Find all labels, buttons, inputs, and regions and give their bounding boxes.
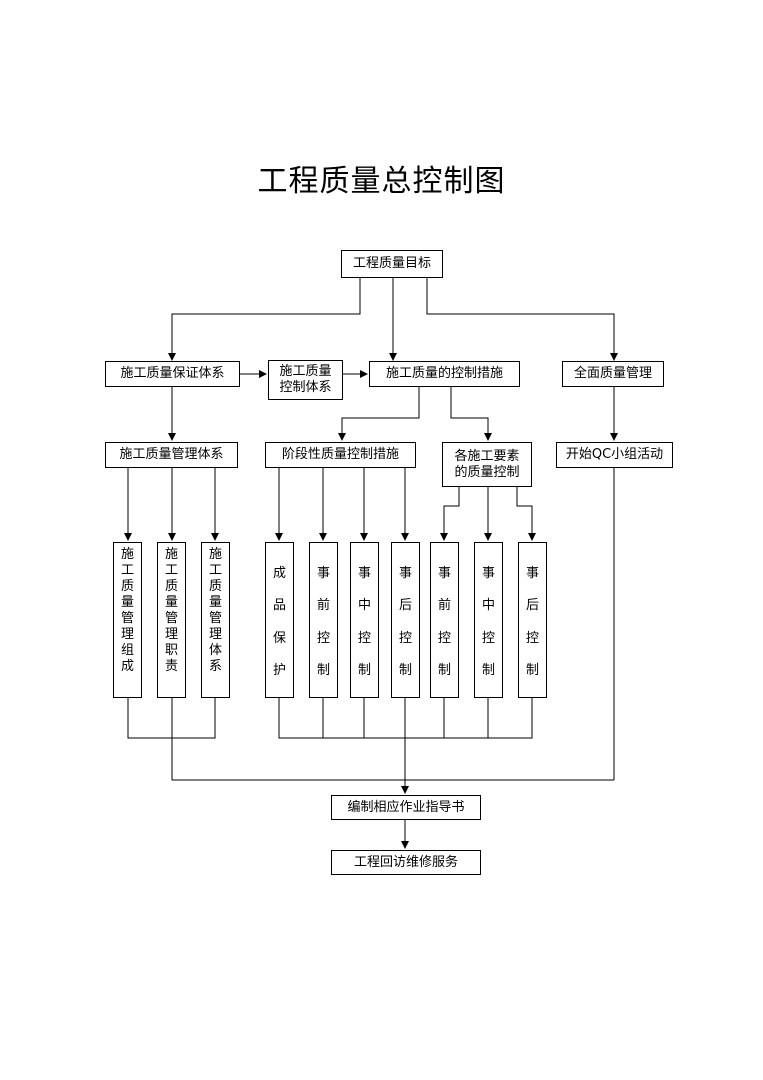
leaf-char: 管 — [208, 611, 222, 626]
leaf-char: 事 — [481, 566, 495, 582]
leaf-char: 体 — [208, 643, 222, 658]
leaf-char: 施 — [120, 547, 134, 562]
leaf-char: 管 — [120, 611, 134, 626]
leaf-char: 成 — [120, 659, 134, 674]
arrow-measures-to-element — [450, 387, 492, 441]
leaf-char: 量 — [120, 595, 134, 610]
leaf-char: 质 — [164, 579, 178, 594]
node-assurance-system: 施工质量保证体系 — [105, 361, 240, 387]
node-control-measures: 施工质量的控制措施 — [369, 361, 520, 387]
leaf-char: 护 — [272, 662, 286, 678]
leaf-char: 保 — [272, 630, 286, 646]
leaf-management-sys: 施工质量管理体系 — [201, 542, 230, 698]
leaf-char: 理 — [120, 627, 134, 642]
leaf-char: 量 — [208, 595, 222, 610]
leaf-char: 工 — [120, 563, 134, 578]
leaf-element-pre: 事前控制 — [430, 542, 459, 698]
leaf-char: 施 — [164, 547, 178, 562]
leaf-char: 品 — [272, 598, 286, 614]
leaf-char: 制 — [481, 662, 495, 678]
node-quality-goal: 工程质量目标 — [341, 250, 443, 278]
leaf-management-duty: 施工质量管理职责 — [157, 542, 186, 698]
leaf-char: 事 — [316, 566, 330, 582]
page-title: 工程质量总控制图 — [257, 164, 506, 199]
leaf-char: 制 — [357, 662, 371, 678]
leaf-product-protection: 成品保护 — [265, 542, 294, 698]
leaf-char: 量 — [164, 595, 178, 610]
leaf-element-post: 事后控制 — [518, 542, 547, 698]
node-tqm: 全面质量管理 — [562, 361, 664, 387]
leaf-char: 系 — [208, 659, 222, 674]
leaf-char: 事 — [357, 566, 371, 582]
leaf-char: 中 — [481, 598, 495, 614]
leaf-char: 质 — [120, 579, 134, 594]
node-maintenance-service: 工程回访维修服务 — [331, 850, 481, 875]
node-qc-activity: 开始QC小组活动 — [556, 442, 673, 468]
leaf-char: 控 — [398, 630, 412, 646]
leaf-phase-post: 事后控制 — [391, 542, 420, 698]
arrow-measures-to-phase — [338, 387, 420, 441]
node-management-system: 施工质量管理体系 — [105, 442, 238, 468]
arrow-goal-to-tqm — [426, 278, 618, 361]
leaf-char: 控 — [481, 630, 495, 646]
leaf-char: 制 — [525, 662, 539, 678]
leaf-char: 控 — [357, 630, 371, 646]
leaf-char: 责 — [164, 659, 178, 674]
leaf-char: 事 — [398, 566, 412, 582]
leaf-char: 组 — [120, 643, 134, 658]
arrow-goal-to-assurance — [168, 278, 361, 361]
leaf-char: 施 — [208, 547, 222, 562]
leaf-char: 工 — [164, 563, 178, 578]
leaf-char: 成 — [272, 566, 286, 582]
leaf-char: 工 — [208, 563, 222, 578]
leaf-char: 职 — [164, 643, 178, 658]
node-control-system: 施工质量 控制体系 — [268, 360, 343, 400]
leaf-char: 理 — [164, 627, 178, 642]
node-work-instruction: 编制相应作业指导书 — [331, 795, 481, 820]
leaf-char: 控 — [525, 630, 539, 646]
leaf-char: 后 — [398, 598, 412, 614]
node-element-control: 各施工要素 的质量控制 — [442, 442, 532, 487]
leaf-phase-pre: 事前控制 — [309, 542, 338, 698]
leaf-char: 理 — [208, 627, 222, 642]
leaf-char: 制 — [398, 662, 412, 678]
leaf-char: 制 — [437, 662, 451, 678]
arrow-element-to-pre — [440, 487, 460, 541]
node-phase-measures: 阶段性质量控制措施 — [265, 442, 416, 468]
leaf-char: 制 — [316, 662, 330, 678]
leaf-phase-mid: 事中控制 — [350, 542, 379, 698]
leaf-char: 控 — [316, 630, 330, 646]
leaf-char: 中 — [357, 598, 371, 614]
leaf-management-org: 施工质量管理组成 — [113, 542, 142, 698]
leaf-char: 事 — [437, 566, 451, 582]
leaf-char: 前 — [437, 598, 451, 614]
leaf-char: 事 — [525, 566, 539, 582]
leaf-char: 控 — [437, 630, 451, 646]
leaf-char: 质 — [208, 579, 222, 594]
leaf-element-mid: 事中控制 — [474, 542, 503, 698]
leaf-char: 前 — [316, 598, 330, 614]
arrow-element-to-post — [516, 487, 536, 541]
leaf-char: 管 — [164, 611, 178, 626]
leaf-char: 后 — [525, 598, 539, 614]
